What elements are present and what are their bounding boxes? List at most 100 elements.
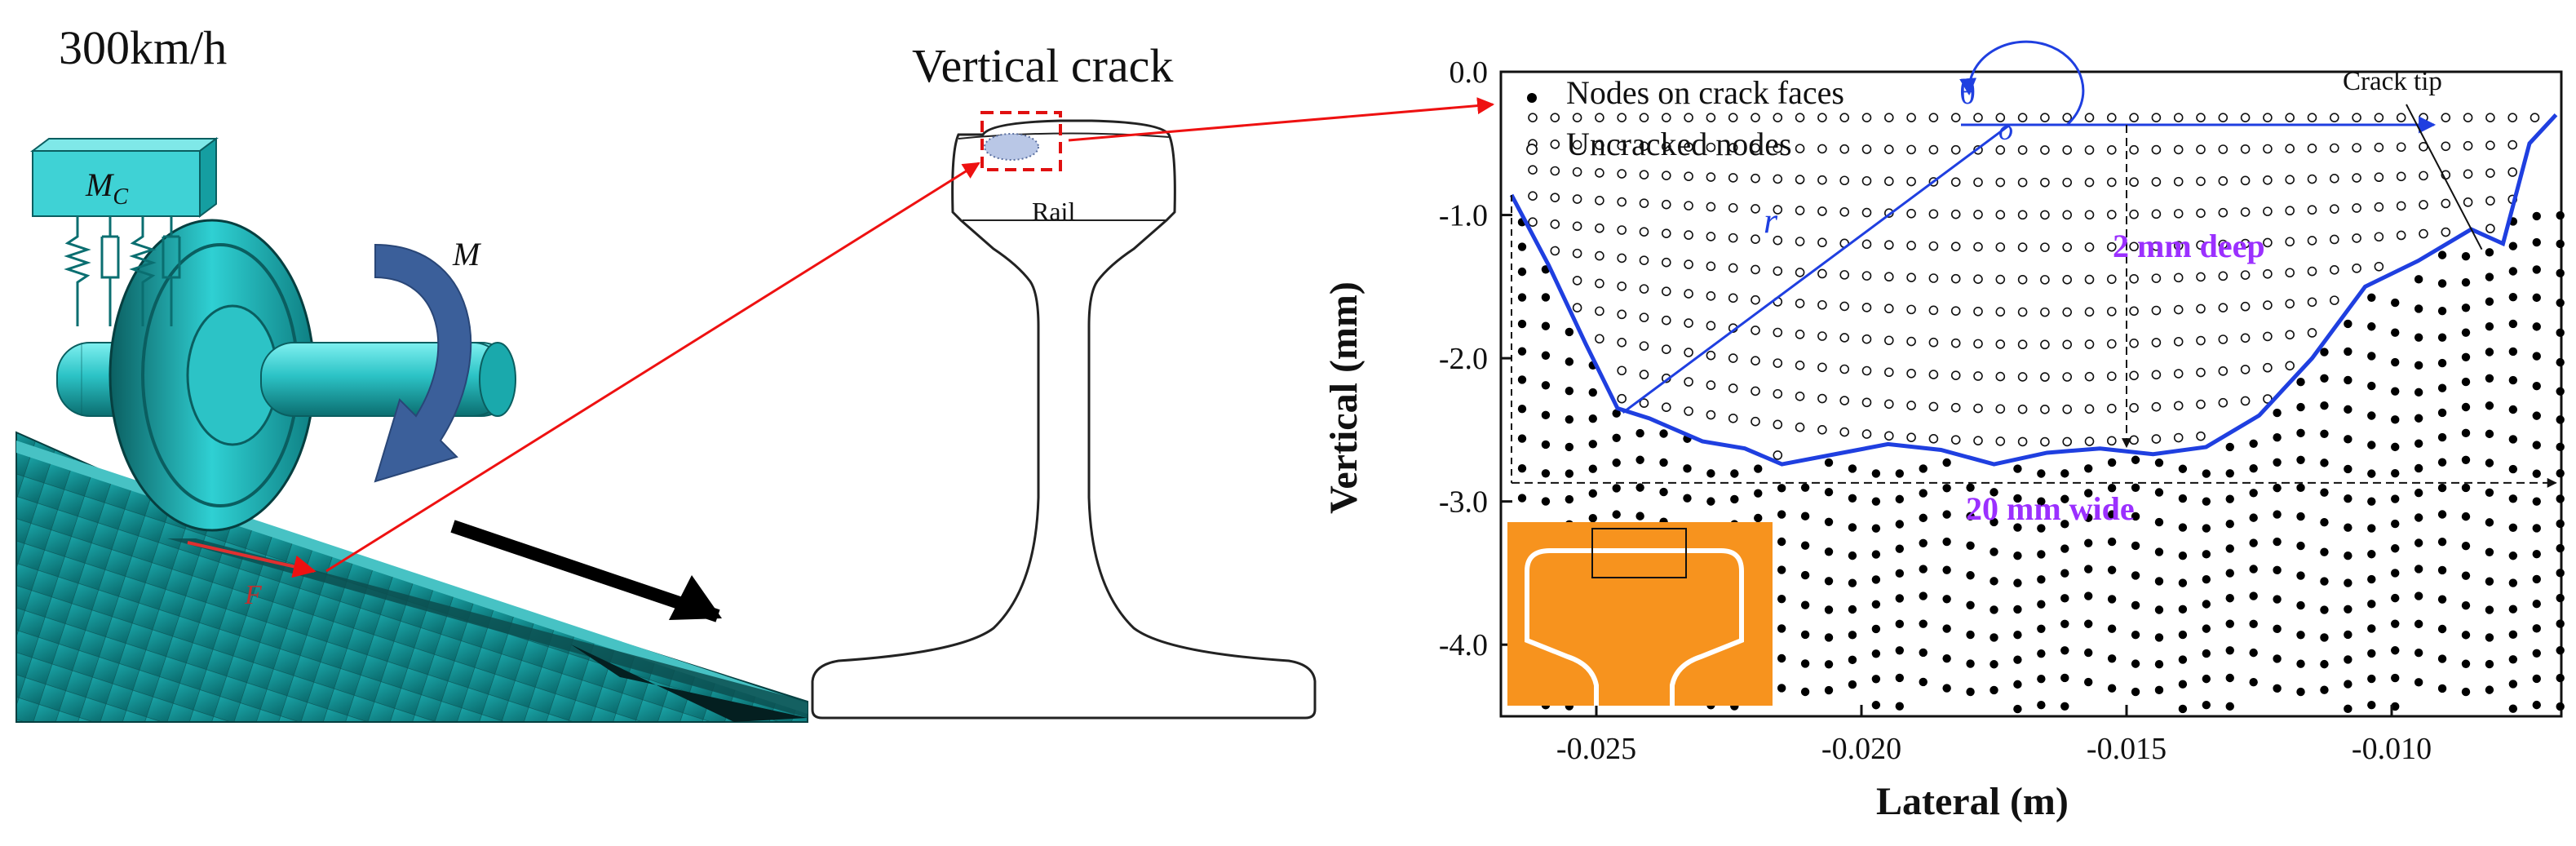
uncracked-node bbox=[1817, 393, 1827, 404]
crack-face-node bbox=[2485, 488, 2494, 497]
crack-face-node bbox=[2414, 304, 2423, 313]
uncracked-node bbox=[2441, 227, 2451, 237]
uncracked-node bbox=[1572, 113, 1582, 122]
uncracked-node bbox=[1751, 204, 1760, 214]
uncracked-node bbox=[2240, 238, 2251, 249]
crack-face-node bbox=[2414, 275, 2423, 284]
uncracked-node bbox=[2173, 176, 2184, 187]
crack-face-node bbox=[2508, 405, 2518, 414]
uncracked-node bbox=[2017, 210, 2028, 220]
crack-face-node bbox=[2060, 619, 2069, 628]
crack-face-node bbox=[2532, 441, 2541, 450]
crack-face-node bbox=[1541, 497, 1551, 506]
crack-face-node bbox=[1966, 512, 1975, 521]
uncracked-node bbox=[1906, 401, 1916, 410]
uncracked-node bbox=[2129, 403, 2139, 413]
uncracked-node bbox=[1751, 113, 1760, 122]
crack-face-node bbox=[1659, 487, 1668, 497]
crack-face-node bbox=[2344, 464, 2352, 474]
uncracked-node bbox=[2129, 339, 2139, 348]
uncracked-node bbox=[2173, 304, 2184, 315]
uncracked-node bbox=[1795, 206, 1805, 215]
crack-face-node bbox=[2296, 428, 2305, 438]
crack-face-node bbox=[1919, 677, 1928, 687]
crack-face-node bbox=[2273, 565, 2282, 575]
uncracked-node bbox=[2240, 144, 2251, 154]
uncracked-node bbox=[1572, 194, 1582, 204]
uncracked-node bbox=[1861, 303, 1872, 312]
uncracked-node bbox=[2151, 273, 2162, 283]
uncracked-node bbox=[2330, 295, 2339, 305]
uncracked-node bbox=[1728, 263, 1738, 273]
crack-face-node bbox=[2461, 571, 2471, 580]
uncracked-node bbox=[1684, 142, 1693, 152]
crack-face-node bbox=[2532, 700, 2541, 710]
crack-face-node bbox=[2437, 358, 2447, 368]
crack-face-node bbox=[2391, 619, 2400, 628]
crack-face-node bbox=[2107, 624, 2117, 633]
crack-face-node bbox=[2249, 565, 2258, 574]
uncracked-node bbox=[1773, 205, 1783, 215]
crack-boundary-line bbox=[1509, 113, 2558, 467]
crack-face-node bbox=[2556, 543, 2565, 553]
crack-face-node bbox=[1942, 458, 1951, 467]
crack-face-node bbox=[2107, 458, 2117, 467]
link-arrow-wheel-to-rail bbox=[325, 162, 980, 573]
uncracked-node bbox=[2263, 300, 2273, 310]
uncracked-node bbox=[1973, 403, 1983, 414]
uncracked-node bbox=[2196, 367, 2206, 378]
crack-face-node bbox=[2556, 239, 2565, 249]
crack-face-node bbox=[1966, 541, 1975, 550]
x-tick-label: -0.015 bbox=[2087, 732, 2167, 766]
uncracked-node bbox=[2352, 264, 2361, 273]
crack-face-node bbox=[1919, 464, 1928, 473]
uncracked-node bbox=[1706, 350, 1716, 361]
crack-face-node bbox=[2084, 619, 2093, 628]
uncracked-node bbox=[1751, 295, 1760, 305]
crack-face-node bbox=[2367, 649, 2376, 658]
crack-face-node bbox=[2202, 497, 2211, 506]
crack-face-node bbox=[2437, 333, 2447, 342]
uncracked-node bbox=[1884, 431, 1894, 441]
uncracked-node bbox=[1817, 237, 1827, 248]
axis-ticks: -0.025-0.020-0.015-0.0100.0-1.0-2.0-3.0-… bbox=[1439, 55, 2432, 766]
uncracked-node bbox=[1950, 177, 1961, 187]
crack-face-node bbox=[1942, 624, 1951, 633]
uncracked-node bbox=[2307, 174, 2317, 184]
uncracked-node bbox=[2441, 113, 2451, 122]
crack-face-node bbox=[2556, 415, 2565, 424]
uncracked-node bbox=[2419, 113, 2428, 122]
crack-face-node bbox=[1966, 687, 1975, 697]
crack-face-node bbox=[2508, 375, 2518, 385]
uncracked-node bbox=[2151, 305, 2162, 316]
crack-face-node bbox=[2485, 458, 2494, 467]
uncracked-node bbox=[2173, 241, 2184, 250]
uncracked-node bbox=[2196, 335, 2206, 346]
uncracked-node bbox=[1728, 413, 1738, 423]
uncracked-node bbox=[2307, 205, 2317, 215]
uncracked-node bbox=[2285, 361, 2295, 371]
crack-face-node bbox=[2060, 673, 2069, 683]
crack-face-node bbox=[1635, 428, 1644, 438]
uncracked-node bbox=[2173, 144, 2184, 155]
crack-face-node bbox=[2485, 605, 2494, 614]
uncracked-node bbox=[1728, 173, 1738, 183]
uncracked-node bbox=[1617, 393, 1627, 404]
crack-face-node bbox=[2485, 659, 2494, 669]
crack-face-node bbox=[2013, 464, 2022, 473]
crack-face-node bbox=[2107, 684, 2117, 693]
uncracked-node bbox=[2463, 140, 2473, 151]
uncracked-node bbox=[2463, 197, 2473, 207]
crack-face-node bbox=[2320, 458, 2329, 467]
uncracked-node bbox=[2151, 144, 2162, 155]
uncracked-node bbox=[2263, 362, 2273, 373]
uncracked-node bbox=[1639, 198, 1649, 208]
crack-face-node bbox=[1895, 494, 1904, 504]
uncracked-node bbox=[2107, 210, 2117, 219]
crack-face-node bbox=[2367, 381, 2376, 391]
uncracked-node bbox=[1639, 113, 1649, 122]
crack-face-node bbox=[1517, 494, 1527, 503]
crack-face-node bbox=[2037, 497, 2046, 506]
crack-face-node bbox=[2532, 381, 2541, 391]
crack-face-node bbox=[2437, 537, 2447, 547]
